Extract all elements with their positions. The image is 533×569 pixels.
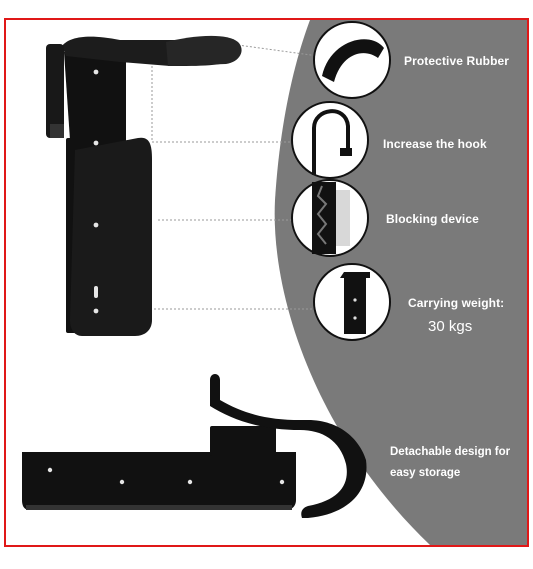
feature-label-increase-hook: Increase the hook: [383, 137, 487, 151]
detail-circle-3: [291, 179, 369, 257]
detached-product: [22, 374, 367, 518]
detachable-line-2: easy storage: [390, 467, 461, 479]
hanger-product: [46, 35, 242, 336]
detail-circle-1: [313, 21, 391, 99]
leader-lines: [110, 44, 319, 310]
carrying-weight-value: 30 kgs: [428, 318, 473, 335]
feature-label-protective-rubber: Protective Rubber: [404, 54, 510, 68]
feature-label-carrying-weight: Carrying weight:: [408, 296, 505, 310]
detail-circle-2: [291, 101, 369, 179]
detachable-design-caption: Detachable design for easy storage: [390, 442, 510, 484]
detachable-line-1: Detachable design for: [390, 446, 511, 458]
feature-label-blocking-device: Blocking device: [386, 212, 479, 226]
detail-circle-4: [313, 263, 391, 341]
